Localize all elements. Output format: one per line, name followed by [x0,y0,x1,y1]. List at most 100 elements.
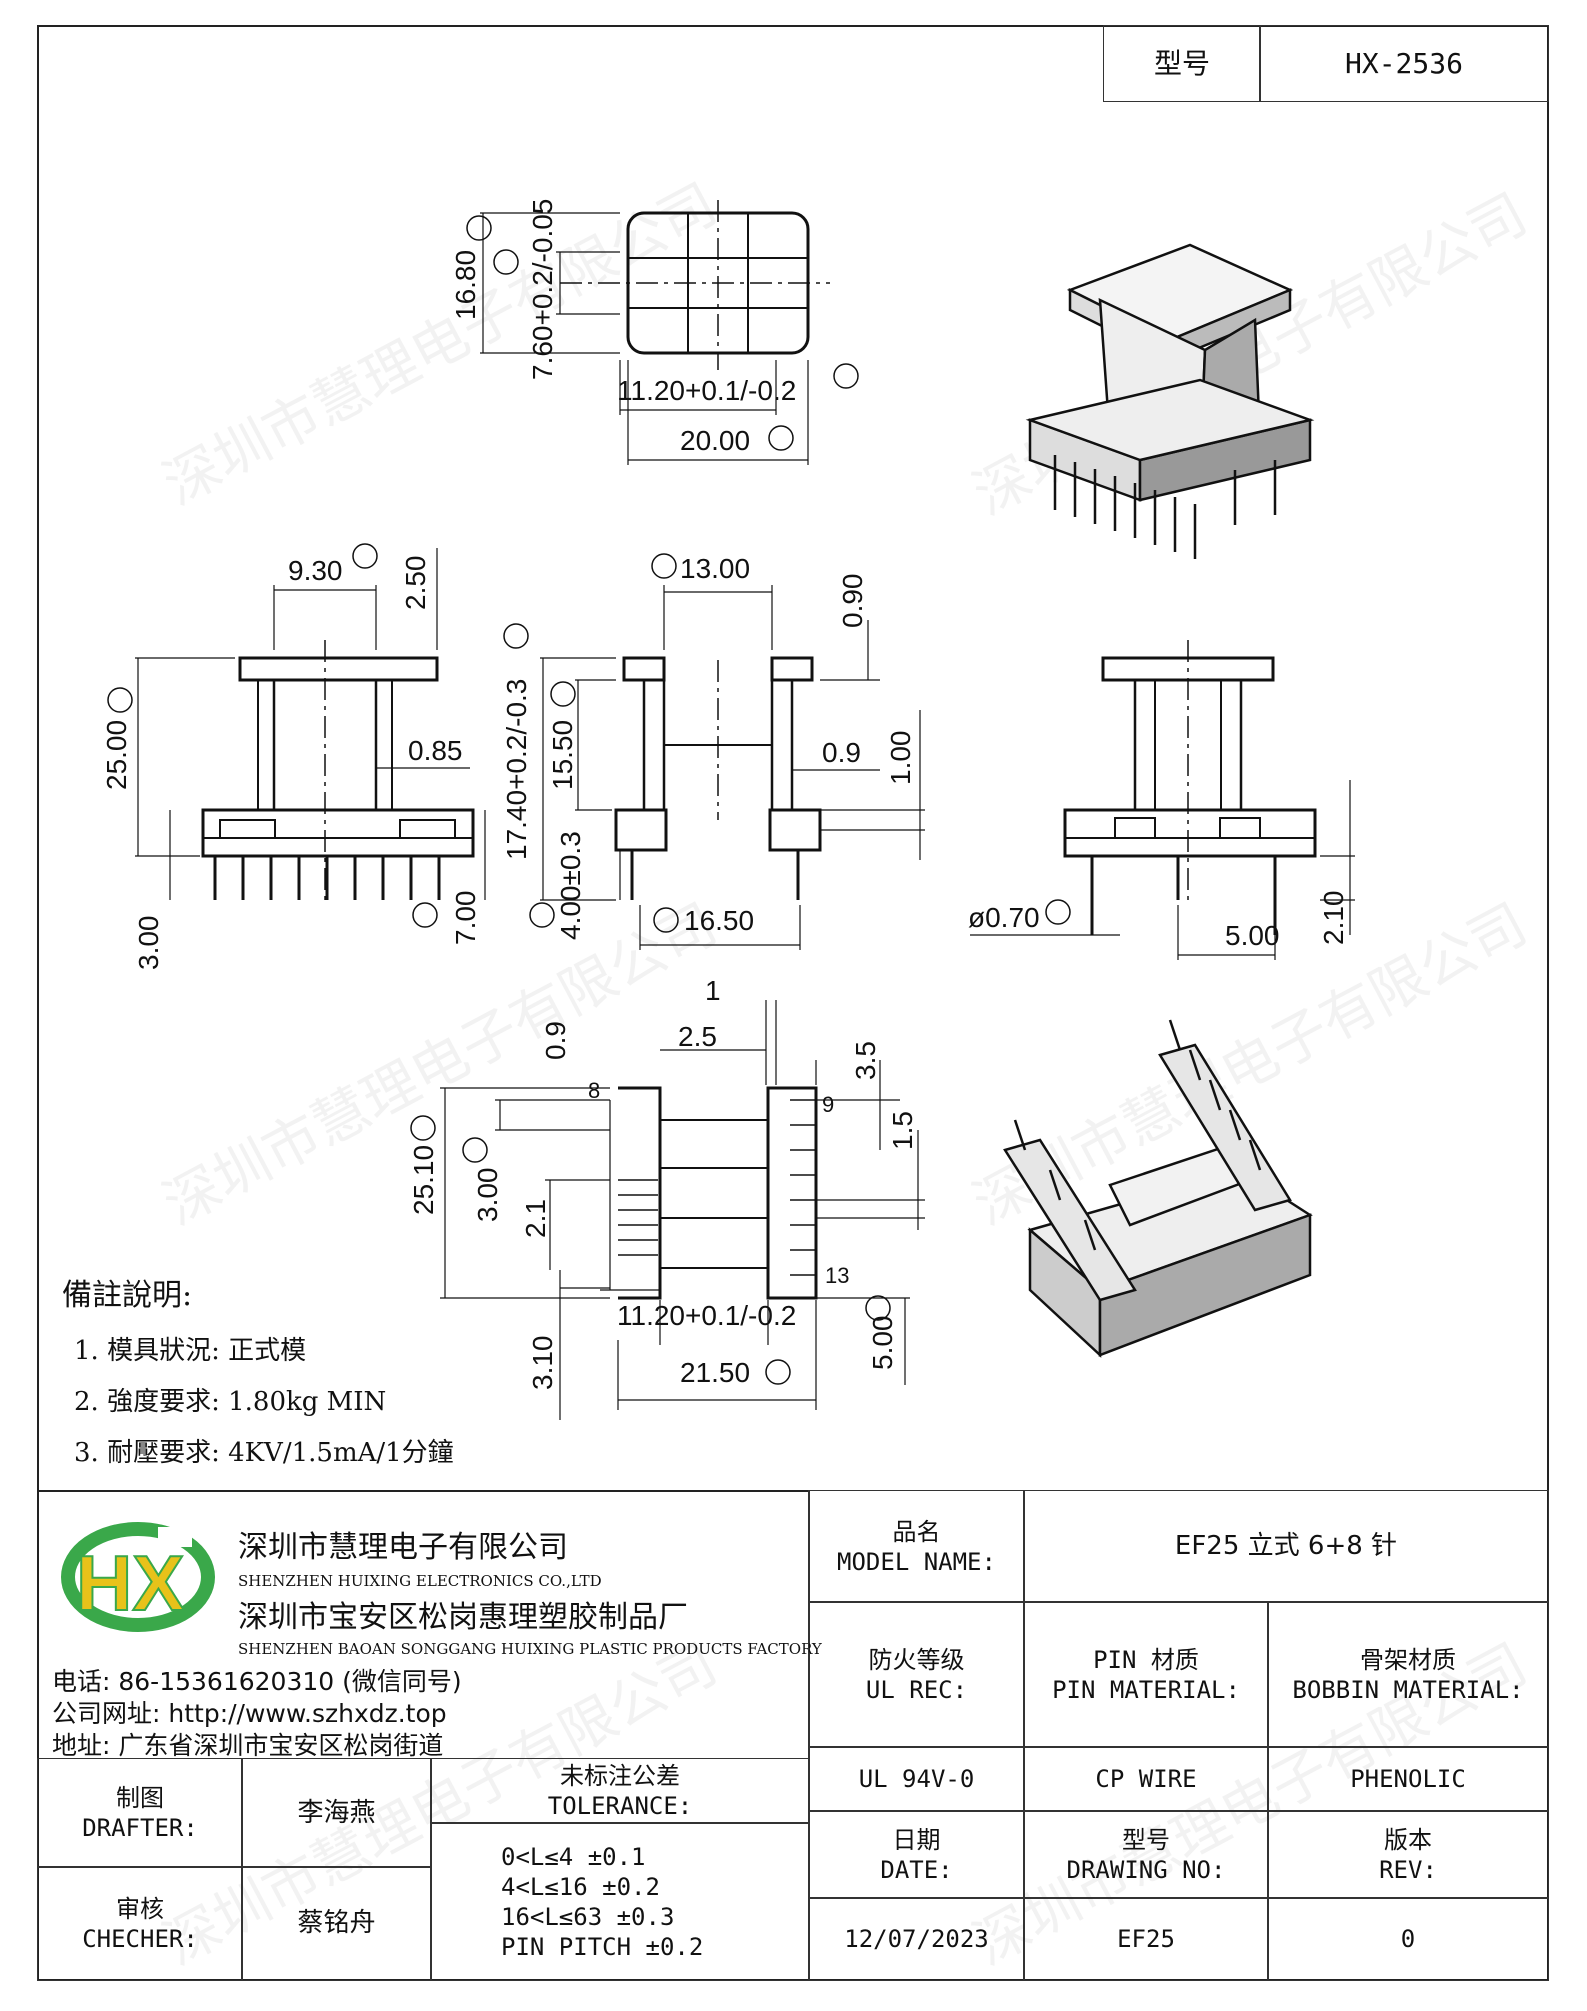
drafter-label-cn: 制图 [116,1784,164,1812]
model-name-label-cn: 品名 [892,1517,941,1546]
ul-value: UL 94V-0 [808,1746,1025,1812]
dim-top-core: 11.20+0.1/-0.2 [617,375,796,406]
pin-material-label: PIN 材质 PIN MATERIAL: [1023,1601,1269,1748]
rev-label: 版本 REV: [1267,1810,1549,1899]
dim-bot-1120: 11.20+0.1/-0.2 [617,1300,796,1331]
dim-front-2500: 25.00 [101,720,132,790]
company-address: 地址: 广东省深圳市宝安区松岗街道 [52,1731,444,1760]
bobbin-material-label-en: BOBBIN MATERIAL: [1292,1675,1524,1704]
checker-label-cn: 审核 [116,1894,164,1923]
tolerance-label: 未标注公差 TOLERANCE: [430,1758,810,1824]
dim-front-300: 3.00 [133,916,164,971]
dim-right-500: 5.00 [1225,920,1280,951]
dim-front-250: 2.50 [400,556,431,611]
rev-label-cn: 版本 [1384,1825,1432,1854]
ul-label: 防火等级 UL REC: [808,1601,1025,1748]
bobbin-material-value: PHENOLIC [1267,1746,1549,1812]
dim-top-slot: 7.60+0.2/-0.05 [527,199,558,380]
dim-top-width: 20.00 [680,425,750,456]
bobbin-material-label-cn: 骨架材质 [1360,1645,1456,1674]
header-model-value: HX-2536 [1259,25,1549,102]
pin-material-label-en: PIN MATERIAL: [1052,1675,1240,1704]
header-model-label: 型号 [1103,25,1261,102]
pin-material-value: CP WIRE [1023,1746,1269,1812]
dim-side-400: 4.00±0.3 [555,831,586,940]
factory-name-cn: 深圳市宝安区松岗惠理塑胶制品厂 [238,1600,688,1635]
ul-label-en: UL REC: [865,1675,968,1704]
checker-label-en: CHECHER: [82,1924,198,1953]
dim-bot-35: 3.5 [850,1041,881,1080]
company-logo-icon: HX [61,1522,215,1632]
company-name-cn: 深圳市慧理电子有限公司 [238,1530,568,1565]
tolerance-line: 16<L≤63 ±0.3 [501,1902,675,1931]
dim-side-1650: 16.50 [684,905,754,936]
ul-label-cn: 防火等级 [868,1645,965,1674]
date-label-en: DATE: [880,1855,953,1884]
drafter-label: 制图 DRAFTER: [37,1758,243,1868]
bobbin-drawing: 16.80 7.60+0.2/-0.05 11.20+0.1/-0.2 20.0… [101,199,1355,1420]
rev-value: 0 [1267,1897,1549,1981]
note-item: 3. 耐壓要求: 4KV/1.5mA/1分鐘 [74,1438,454,1468]
drawing-no-label-cn: 型号 [1122,1825,1170,1854]
model-name-label: 品名 MODEL NAME: [808,1490,1025,1603]
dim-bot-25: 2.5 [678,1021,717,1052]
drafter-value: 李海燕 [241,1758,432,1868]
tolerance-line: PIN PITCH ±0.2 [501,1932,704,1961]
tolerance-line: 4<L≤16 ±0.2 [501,1872,660,1901]
dim-right-070: ø0.70 [968,902,1040,933]
pin-label-8: 8 [588,1078,600,1103]
tolerance-label-cn: 未标注公差 [560,1762,680,1790]
checker-value: 蔡铭舟 [241,1866,432,1981]
dim-front-085: 0.85 [408,735,463,766]
side-view [503,553,925,950]
right-view [970,640,1355,960]
top-view [466,200,859,465]
dim-side-1550: 15.50 [547,720,578,790]
pin-label-13: 13 [825,1263,849,1288]
dim-side-100: 1.00 [885,731,916,786]
front-view [107,543,486,928]
company-phone: 电话: 86-15361620310 (微信同号) [52,1667,462,1696]
factory-name-en: SHENZHEN BAOAN SONGGANG HUIXING PLASTIC … [238,1640,822,1658]
dim-top-height: 16.80 [450,250,481,320]
notes-title: 備註說明: [62,1278,193,1313]
rev-label-en: REV: [1379,1855,1437,1884]
dim-side-1740: 17.40+0.2/-0.3 [501,679,532,860]
dim-right-210: 2.10 [1318,891,1349,946]
dim-bot-09: 0.9 [540,1021,571,1060]
pin-label-9: 9 [822,1092,834,1117]
date-label: 日期 DATE: [808,1810,1025,1899]
date-label-cn: 日期 [892,1825,941,1854]
dim-side-090: 0.90 [837,574,868,629]
bobbin-3d-top [1025,243,1315,559]
tolerance-label-en: TOLERANCE: [547,1792,693,1820]
pin-material-label-cn: PIN 材质 [1093,1645,1199,1674]
dim-bot-310: 3.10 [527,1336,558,1391]
model-name-value: EF25 立式 6+8 针 [1023,1490,1549,1603]
company-block [37,1490,810,1760]
drawing-no-label-en: DRAWING NO: [1066,1855,1226,1884]
dim-bot-300: 3.00 [472,1168,503,1223]
dim-bot-2150: 21.50 [680,1357,750,1388]
dim-side-1300: 13.00 [680,553,750,584]
bottom-view [410,1000,925,1420]
notes: 備註說明: 1. 模具狀況: 正式模 2. 強度要求: 1.80kg MIN 3… [62,1270,454,1469]
dim-side-09: 0.9 [822,737,861,768]
note-item: 2. 強度要求: 1.80kg MIN [74,1387,387,1417]
dim-bot-500: 5.00 [867,1316,898,1371]
dim-bot-1: 1 [705,975,721,1006]
bobbin-material-label: 骨架材质 BOBBIN MATERIAL: [1267,1601,1549,1748]
bobbin-3d-bottom [1003,1019,1313,1358]
dim-front-700: 7.00 [450,891,481,946]
checker-label: 审核 CHECHER: [37,1866,243,1981]
drawing-no-value: EF25 [1023,1897,1269,1981]
drawing-no-label: 型号 DRAWING NO: [1023,1810,1269,1899]
dim-bot-21: 2.1 [520,1199,551,1238]
dim-bot-2510: 25.10 [408,1145,439,1215]
model-name-label-en: MODEL NAME: [837,1547,996,1576]
dim-front-930: 9.30 [288,555,343,586]
tolerance-table: 0<L≤4 ±0.1 4<L≤16 ±0.2 16<L≤63 ±0.3 PIN … [430,1822,810,1981]
logo-letters: HX [76,1539,184,1627]
dim-bot-15: 1.5 [887,1111,918,1150]
company-name-en: SHENZHEN HUIXING ELECTRONICS CO.,LTD [238,1572,602,1590]
